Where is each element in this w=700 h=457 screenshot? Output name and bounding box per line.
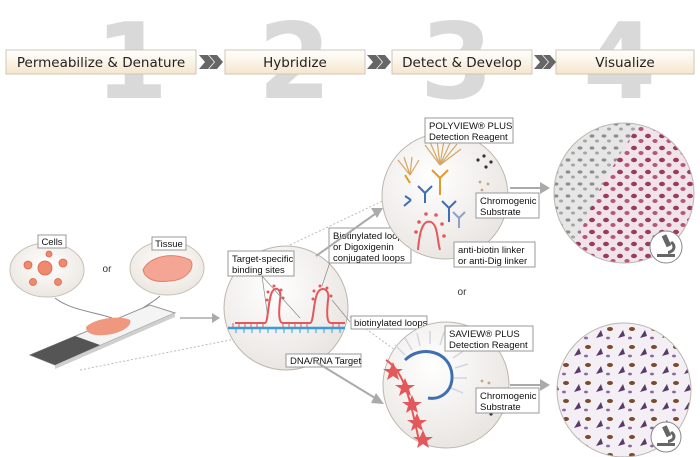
- linker-label-line1: anti-biotin linker: [458, 245, 525, 256]
- visualize-circle-2: [556, 322, 692, 457]
- polyview-probe-loop: [417, 220, 441, 251]
- chromogenic-label-2-line2: Substrate: [480, 402, 521, 413]
- polyview-label-line1: POLYVIEW® PLUS: [429, 121, 512, 132]
- step-box-1: [5, 49, 197, 75]
- visualize-panel: [553, 122, 695, 457]
- binding-sites-label-line1: Target-specific: [232, 254, 293, 265]
- guide-lines: [79, 194, 396, 371]
- biotin-loops-label-box: [350, 315, 428, 330]
- chromogenic-label-1-line2: Substrate: [480, 207, 521, 218]
- tissue-shape: [142, 255, 193, 282]
- probe-loops: [235, 287, 345, 324]
- saview-panel: SAVIEW® PLUS Detection Reagent Chromogen…: [382, 321, 540, 449]
- binding-sites-label-line2: binding sites: [232, 265, 285, 276]
- chromogenic-label-2-line1: Chromogenic: [480, 391, 537, 402]
- hybridize-leader-lines: [261, 261, 351, 323]
- microscope-icon: [649, 230, 683, 264]
- saview-linker: [403, 350, 454, 400]
- hybridize-circle: [223, 245, 349, 371]
- visualize-circle-1: [553, 122, 695, 264]
- cells-label-box: [37, 234, 67, 249]
- cells-dots: [23, 250, 68, 286]
- step-box-4: [555, 49, 695, 75]
- samples-group: Cells or Tissue: [9, 234, 205, 369]
- slide-to-hybridize-arrow: [180, 313, 220, 323]
- hybridize-to-detect-arrows: [315, 208, 384, 404]
- step-chevrons: [199, 55, 556, 69]
- tissue-label: Tissue: [155, 239, 183, 250]
- step-label-2: Hybridize: [263, 55, 327, 71]
- saview-label-line2: Detection Reagent: [449, 340, 528, 351]
- polyview-antibodies: [403, 169, 466, 228]
- linker-label-box: [453, 241, 536, 268]
- saview-label-line1: SAVIEW® PLUS: [449, 329, 520, 340]
- step-box-3: [391, 49, 533, 75]
- sample-or-label: or: [103, 264, 113, 275]
- chromogenic-label-1-line1: Chromogenic: [480, 196, 537, 207]
- binding-sites-label-box: [227, 250, 295, 277]
- cells-label: Cells: [41, 237, 62, 248]
- detect-to-visualize-arrows: [510, 182, 550, 391]
- step-label-3: Detect & Develop: [402, 55, 522, 71]
- polyview-probe-dots: [414, 212, 446, 238]
- polyview-polymer: [397, 139, 462, 176]
- loops-label-line3: conjugated loops: [333, 253, 405, 264]
- probe-loop-dots: [265, 284, 333, 302]
- polyview-label-box: [424, 117, 514, 144]
- microscope-icon: [650, 421, 682, 453]
- loops-label-line1: Biotinylated loops: [333, 231, 408, 242]
- glass-slide: [28, 304, 177, 369]
- polyview-substrate-dots-tan: [478, 180, 490, 192]
- target-label: DNA/RNA Target: [290, 356, 361, 367]
- tissue-label-box: [151, 236, 187, 251]
- polyview-label-line2: Detection Reagent: [429, 132, 508, 143]
- polyview-substrate-dots: [476, 154, 493, 169]
- polyview-panel: POLYVIEW® PLUS Detection Reagent Chromog…: [381, 117, 540, 268]
- linker-label-line2: or anti-Dig linker: [458, 256, 527, 267]
- step-banner: 1 2 3 4 Permeabilize & Denature Hybridiz…: [5, 1, 695, 123]
- biotin-loops-label: biotinylated loops: [354, 318, 428, 329]
- detect-or-label: or: [458, 287, 468, 298]
- chromogenic-label-box-2: [475, 387, 540, 414]
- loops-label-line2: or Digoxigenin: [333, 242, 394, 253]
- chromogenic-label-box-1: [475, 192, 540, 219]
- step-box-2: [224, 49, 366, 75]
- saview-stars: [383, 362, 433, 448]
- saview-label-box: [444, 325, 534, 352]
- step-label-1: Permeabilize & Denature: [17, 55, 185, 71]
- step-label-4: Visualize: [595, 55, 654, 71]
